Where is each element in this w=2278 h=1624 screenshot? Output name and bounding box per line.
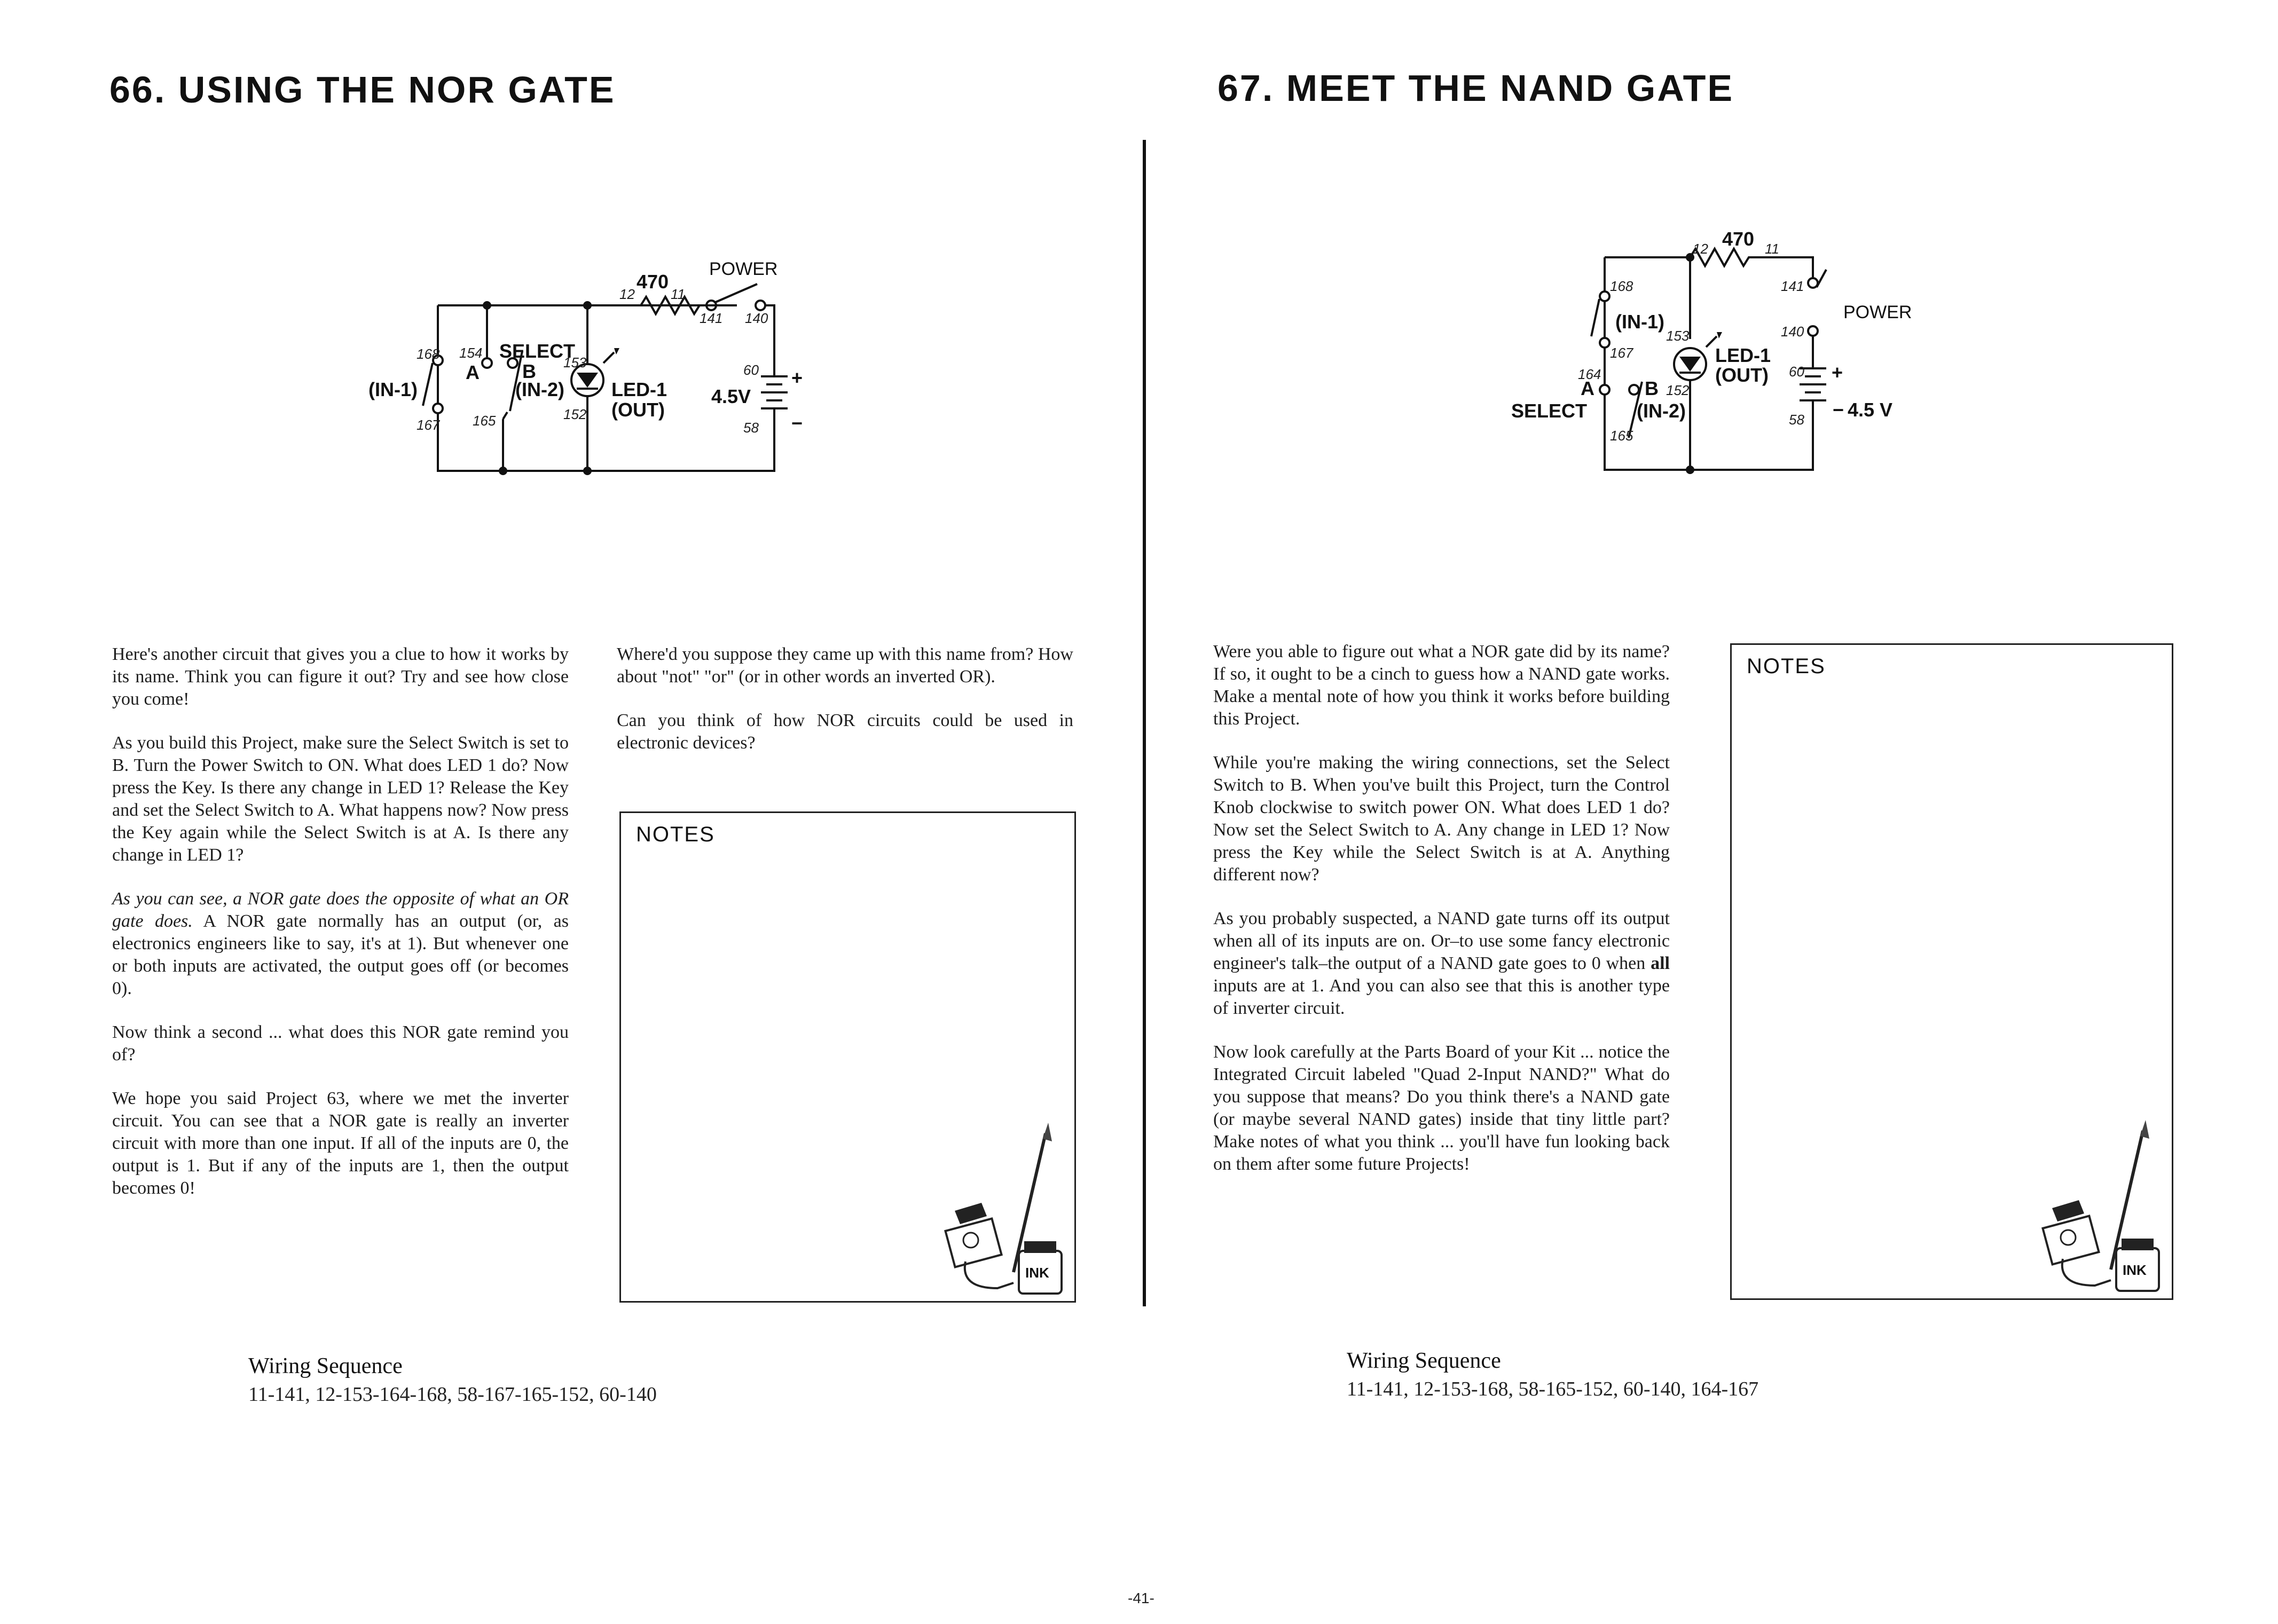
page-title-right: 67. MEET THE NAND GATE: [1217, 67, 1734, 109]
svg-text:−: −: [791, 412, 803, 434]
svg-text:−: −: [1833, 399, 1844, 421]
svg-text:12: 12: [619, 286, 635, 302]
svg-text:(OUT): (OUT): [611, 399, 665, 421]
svg-text:60: 60: [1789, 364, 1804, 380]
svg-text:140: 140: [745, 310, 768, 326]
svg-text:A: A: [1581, 377, 1594, 399]
right-wiring-title: Wiring Sequence: [1347, 1349, 1501, 1373]
svg-text:152: 152: [1666, 382, 1690, 398]
svg-text:(OUT): (OUT): [1715, 364, 1769, 386]
svg-text:168: 168: [1610, 278, 1633, 294]
svg-text:140: 140: [1781, 324, 1804, 340]
right-paragraph-1: Were you able to figure out what a NOR g…: [1213, 642, 1670, 729]
left-in1-label: (IN-1): [368, 379, 418, 400]
right-text-column: Were you able to figure out what a NOR g…: [1213, 641, 1670, 1197]
svg-text:167: 167: [417, 417, 441, 433]
right-resistor-value: 470: [1722, 228, 1754, 250]
left-paragraph-5: We hope you said Project 63, where we me…: [112, 1089, 569, 1198]
left-in2-label: (IN-2): [515, 379, 564, 400]
right-in1-label: (IN-1): [1615, 311, 1664, 333]
right-notes-label: NOTES: [1747, 655, 1826, 678]
svg-text:154: 154: [459, 345, 482, 361]
ink-bottle-mascot-icon: INK: [944, 1123, 1063, 1295]
nor-gate-schematic: 470 POWER 12 11 141 140 SELECT A B (IN-1…: [368, 259, 803, 475]
svg-text:153: 153: [1666, 328, 1690, 344]
svg-text:153: 153: [563, 354, 587, 370]
svg-text:58: 58: [743, 420, 759, 436]
svg-text:152: 152: [563, 406, 587, 422]
left-paragraph-7: Can you think of how NOR circuits could …: [617, 711, 1073, 753]
left-text-column-2: Where'd you suppose they came up with th…: [617, 643, 1073, 776]
svg-text:B: B: [522, 360, 536, 382]
svg-text:+: +: [1832, 361, 1843, 383]
svg-text:12: 12: [1693, 241, 1708, 257]
page-title-left: 66. USING THE NOR GATE: [109, 69, 616, 111]
left-paragraph-3: As you can see, a NOR gate does the oppo…: [112, 889, 569, 998]
svg-text:58: 58: [1789, 412, 1804, 428]
svg-text:+: +: [791, 367, 803, 389]
svg-text:A: A: [466, 361, 480, 383]
right-wiring-sequence: 11-141, 12-153-168, 58-165-152, 60-140, …: [1347, 1378, 1759, 1400]
page-number: -41-: [1128, 1590, 1154, 1606]
page-divider: [1143, 140, 1146, 1306]
left-battery-label: 4.5V: [711, 385, 751, 407]
left-notes-box[interactable]: NOTES INK: [619, 811, 1076, 1303]
svg-text:INK: INK: [1025, 1265, 1049, 1281]
right-paragraph-4: Now look carefully at the Parts Board of…: [1213, 1042, 1670, 1174]
svg-text:141: 141: [700, 310, 722, 326]
svg-text:165: 165: [473, 413, 496, 429]
left-paragraph-4: Now think a second ... what does this NO…: [112, 1022, 569, 1065]
left-paragraph-6: Where'd you suppose they came up with th…: [617, 644, 1073, 687]
svg-text:164: 164: [1578, 366, 1601, 382]
left-paragraph-1: Here's another circuit that gives you a …: [112, 644, 569, 709]
svg-text:165: 165: [1610, 428, 1633, 444]
left-wiring-title: Wiring Sequence: [248, 1354, 403, 1378]
left-wiring-sequence: 11-141, 12-153-164-168, 58-167-165-152, …: [248, 1383, 657, 1406]
right-paragraph-2: While you're making the wiring connectio…: [1213, 753, 1670, 885]
left-resistor-value: 470: [637, 271, 669, 293]
svg-text:167: 167: [1610, 345, 1634, 361]
left-power-label: POWER: [709, 259, 777, 279]
left-notes-label: NOTES: [636, 823, 715, 846]
left-select-label: SELECT: [499, 340, 575, 362]
left-paragraph-2: As you build this Project, make sure the…: [112, 733, 569, 865]
svg-text:168: 168: [417, 346, 440, 362]
nand-gate-schematic: 470 12 11 POWER 141 140 (IN-1) 168 167 1…: [1511, 228, 1912, 474]
right-in2-label: (IN-2): [1637, 400, 1686, 422]
svg-text:60: 60: [743, 362, 759, 378]
left-text-column-1: Here's another circuit that gives you a …: [112, 643, 569, 1221]
svg-text:B: B: [1645, 377, 1659, 399]
right-led-label: LED-1: [1715, 344, 1771, 366]
svg-text:141: 141: [1781, 278, 1804, 294]
right-notes-box[interactable]: NOTES INK: [1730, 643, 2173, 1300]
svg-text:INK: INK: [2123, 1262, 2147, 1278]
right-select-label: SELECT: [1511, 400, 1587, 422]
left-led-label: LED-1: [611, 379, 667, 400]
svg-text:11: 11: [1765, 241, 1779, 257]
ink-bottle-mascot-icon: INK: [2041, 1120, 2160, 1292]
right-battery-label: 4.5 V: [1848, 399, 1892, 421]
right-paragraph-3: As you probably suspected, a NAND gate t…: [1213, 909, 1670, 1018]
right-power-label: POWER: [1843, 302, 1912, 322]
svg-text:11: 11: [671, 286, 685, 302]
